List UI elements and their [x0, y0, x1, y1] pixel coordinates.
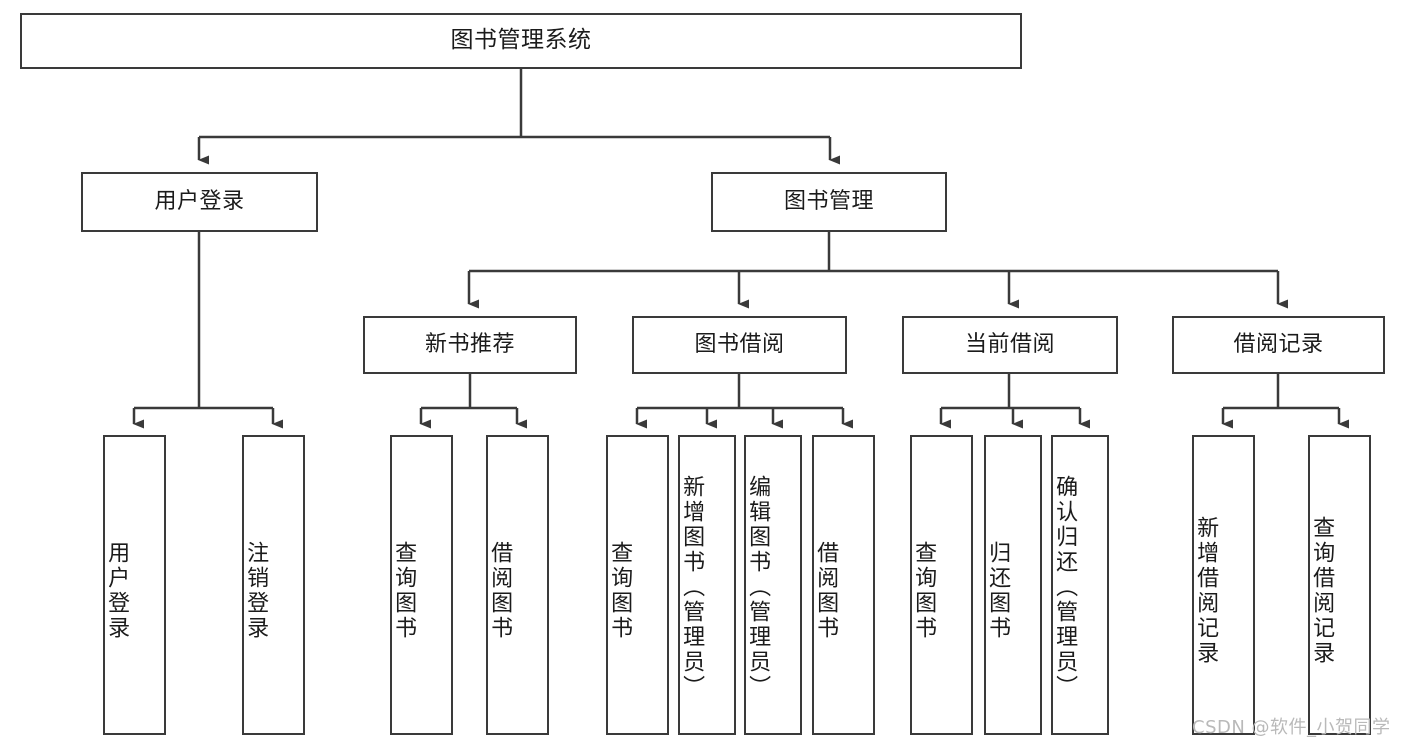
node-current-borrow-label: 当前借阅 [964, 332, 1055, 358]
node-leaf-user-logout[interactable]: 注销登录 [242, 435, 305, 735]
node-leaf-user-login-label: 用户登录 [104, 541, 130, 641]
node-book-borrow-label: 图书借阅 [694, 332, 785, 358]
node-leaf-query-book-current[interactable]: 查询图书 [910, 435, 973, 735]
node-leaf-query-borrow-record[interactable]: 查询借阅记录 [1308, 435, 1371, 735]
node-root-label: 图书管理系统 [450, 27, 592, 54]
node-leaf-add-borrow-record[interactable]: 新增借阅记录 [1192, 435, 1255, 735]
node-leaf-edit-book-admin[interactable]: 编辑图书（管理员） [744, 435, 802, 735]
node-book-manage-label: 图书管理 [783, 189, 874, 215]
node-leaf-edit-book-admin-label: 编辑图书（管理员） [745, 474, 771, 700]
node-leaf-add-book-admin-label: 新增图书（管理员） [679, 474, 705, 700]
node-root[interactable]: 图书管理系统 [20, 13, 1022, 69]
node-leaf-confirm-return-admin[interactable]: 确认归还（管理员） [1051, 435, 1109, 735]
node-borrow-record-label: 借阅记录 [1233, 332, 1324, 358]
node-leaf-borrow-book[interactable]: 借阅图书 [812, 435, 875, 735]
node-leaf-return-book-label: 归还图书 [985, 541, 1011, 641]
node-leaf-add-borrow-record-label: 新增借阅记录 [1193, 516, 1219, 666]
node-leaf-confirm-return-admin-label: 确认归还（管理员） [1052, 474, 1078, 700]
node-current-borrow[interactable]: 当前借阅 [902, 316, 1118, 374]
node-leaf-borrow-book-label: 借阅图书 [813, 541, 839, 641]
node-leaf-query-book-rec[interactable]: 查询图书 [390, 435, 453, 735]
node-leaf-query-borrow-record-label: 查询借阅记录 [1309, 516, 1335, 666]
node-user-login-label: 用户登录 [154, 189, 245, 215]
node-user-login[interactable]: 用户登录 [81, 172, 318, 232]
node-leaf-user-login[interactable]: 用户登录 [103, 435, 166, 735]
node-leaf-user-logout-label: 注销登录 [243, 541, 269, 641]
node-leaf-return-book[interactable]: 归还图书 [984, 435, 1042, 735]
node-new-book-recommend-label: 新书推荐 [424, 332, 515, 358]
node-leaf-query-book-current-label: 查询图书 [911, 541, 937, 641]
node-leaf-query-book-borrow[interactable]: 查询图书 [606, 435, 669, 735]
node-leaf-add-book-admin[interactable]: 新增图书（管理员） [678, 435, 736, 735]
csdn-watermark: CSDN @软件_小贺同学 [1192, 717, 1391, 738]
node-book-borrow[interactable]: 图书借阅 [632, 316, 847, 374]
node-leaf-borrow-book-rec-label: 借阅图书 [487, 541, 513, 641]
node-borrow-record[interactable]: 借阅记录 [1172, 316, 1385, 374]
node-new-book-recommend[interactable]: 新书推荐 [363, 316, 577, 374]
node-book-manage[interactable]: 图书管理 [711, 172, 947, 232]
node-leaf-borrow-book-rec[interactable]: 借阅图书 [486, 435, 549, 735]
node-leaf-query-book-borrow-label: 查询图书 [607, 541, 633, 641]
node-leaf-query-book-rec-label: 查询图书 [391, 541, 417, 641]
